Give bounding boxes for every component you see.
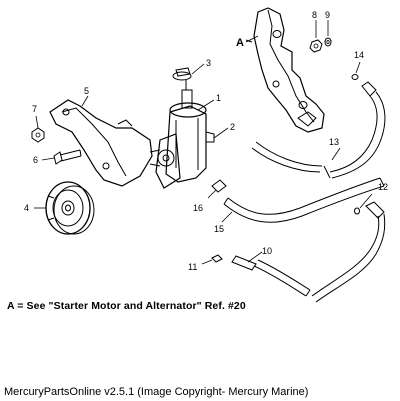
callout-9: 9	[325, 10, 330, 20]
callout-a: A	[236, 37, 244, 49]
fitting-icon	[211, 179, 227, 193]
washer-icon	[324, 37, 332, 47]
fitting-icon	[351, 74, 359, 80]
pulley	[45, 181, 95, 235]
pressure-hose-middle	[223, 177, 385, 223]
power-steering-pump	[149, 89, 215, 189]
callout-10: 10	[262, 246, 272, 256]
return-hose	[251, 81, 386, 179]
callout-8: 8	[312, 10, 317, 20]
nut-icon	[31, 127, 45, 143]
callout-14: 14	[354, 50, 364, 60]
callout-1: 1	[216, 93, 221, 103]
callout-16: 16	[193, 203, 203, 213]
nut-icon	[309, 39, 323, 53]
filler-cap-icon	[172, 67, 192, 90]
pump-bracket	[49, 99, 153, 187]
fitting-icon	[211, 254, 223, 263]
fitting-icon	[354, 207, 360, 215]
footer-credit: MercuryPartsOnline v2.5.1 (Image Copyrig…	[4, 386, 309, 398]
callout-11: 11	[188, 262, 197, 272]
callout-7: 7	[32, 104, 37, 114]
callout-6: 6	[33, 155, 38, 165]
callout-3: 3	[206, 58, 211, 68]
reference-note: A = See "Starter Motor and Alternator" R…	[7, 300, 246, 312]
mounting-bracket-a	[245, 7, 325, 133]
pressure-hose-lower	[231, 201, 386, 303]
callout-2: 2	[230, 122, 235, 132]
bolt-icon	[53, 149, 82, 165]
callout-15: 15	[214, 224, 224, 234]
callout-12: 12	[378, 182, 388, 192]
callout-5: 5	[84, 86, 89, 96]
callout-4: 4	[24, 203, 29, 213]
callout-13: 13	[329, 137, 339, 147]
